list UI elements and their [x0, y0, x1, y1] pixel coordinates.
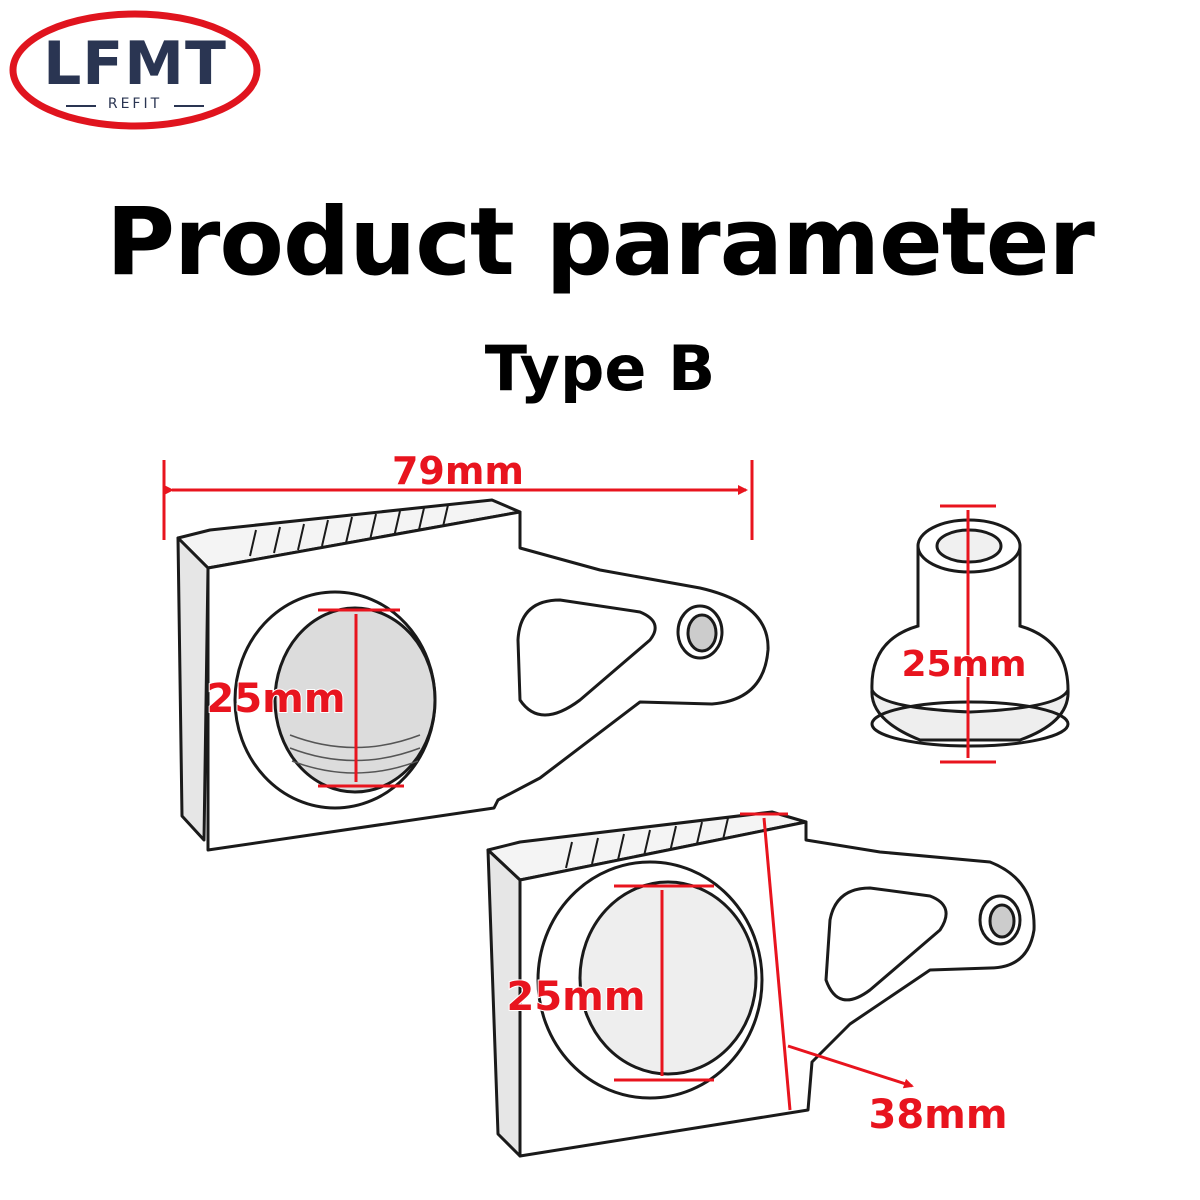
sleeve-bushing — [870, 518, 1070, 748]
dimension-lines — [162, 460, 996, 1111]
label-top-width: 79mm — [392, 449, 524, 493]
chain-adjuster-top — [176, 498, 770, 852]
page-subtitle: Type B — [484, 332, 716, 405]
label-sleeve-height: 25mm — [901, 644, 1026, 685]
page-title: Product parameter — [106, 188, 1095, 297]
chain-adjuster-bottom — [486, 810, 1036, 1158]
label-bottom-hole: 25mm — [506, 974, 645, 1020]
logo-wordmark: LFMT — [43, 29, 227, 99]
label-bottom-depth: 38mm — [868, 1092, 1007, 1138]
logo-tagline: REFIT — [107, 96, 163, 112]
label-top-hole: 25mm — [206, 676, 345, 722]
logo-oval — [9, 10, 261, 130]
brand-logo: LFMT REFIT — [8, 8, 262, 132]
